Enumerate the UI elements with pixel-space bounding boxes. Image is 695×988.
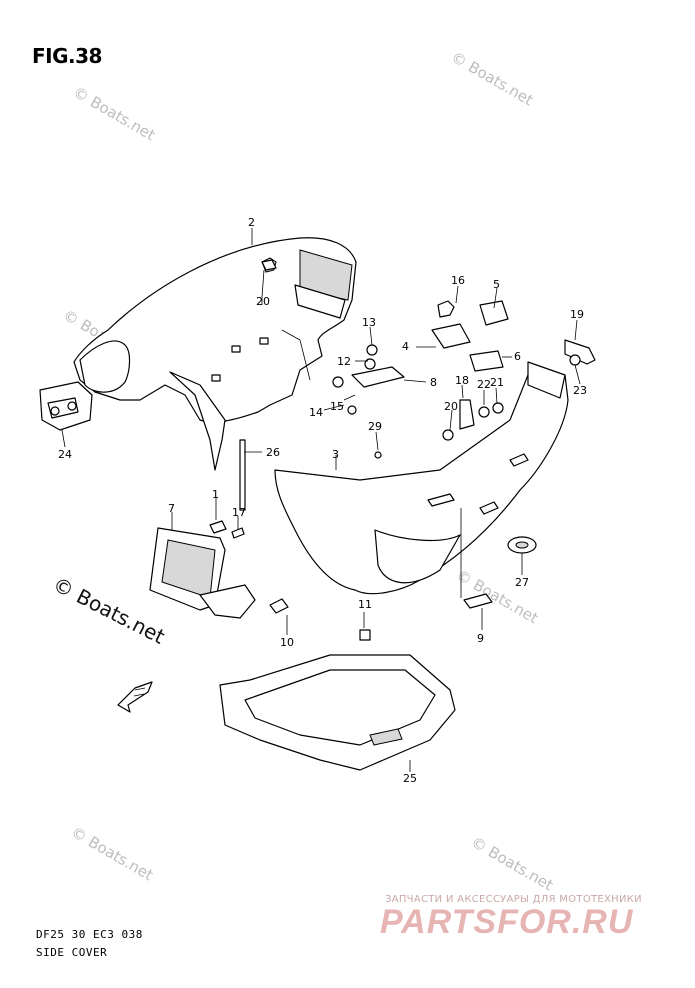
callout-6: 6	[514, 350, 521, 363]
callout-29: 29	[368, 420, 382, 433]
callout-4: 4	[402, 340, 409, 353]
watermark: © Boats.net	[70, 83, 158, 144]
callout-23: 23	[573, 384, 587, 397]
watermark: © Boats.net	[468, 833, 556, 894]
watermark: © Boats.net	[448, 48, 536, 109]
callout-20: 20	[256, 295, 270, 308]
direction-arrow-icon	[117, 681, 153, 713]
callout-2: 2	[248, 216, 255, 229]
part-7-cover-plate	[149, 527, 256, 619]
callout-24: 24	[58, 448, 72, 461]
callout-17: 17	[232, 506, 246, 519]
callout-15: 15	[330, 400, 344, 413]
callout-3: 3	[332, 448, 339, 461]
hardware-parts	[209, 259, 596, 641]
callout-8: 8	[430, 376, 437, 389]
figure-code: DF25 30 EC3 038	[36, 928, 143, 941]
watermark: © Boats.net	[68, 823, 156, 884]
callout-27: 27	[515, 576, 529, 589]
part-24-bracket	[39, 381, 93, 431]
callout-1: 1	[212, 488, 219, 501]
callout-7: 7	[168, 502, 175, 515]
callout-13: 13	[362, 316, 376, 329]
figure-name: SIDE COVER	[36, 946, 108, 959]
callout-22: 22	[477, 378, 491, 391]
leader-lines	[61, 228, 581, 772]
callout-labels: 1 2 3 4 5 6 7 8 9 10 11 12 13 14 15 16 1…	[58, 216, 587, 785]
callout-20b: 20	[444, 400, 458, 413]
callout-26: 26	[266, 446, 280, 459]
callout-19: 19	[570, 308, 584, 321]
figure-title: FIG.38	[32, 44, 102, 68]
part-3-lower-side-cover	[274, 361, 569, 595]
callout-9: 9	[477, 632, 484, 645]
callout-21: 21	[490, 376, 504, 389]
callout-5: 5	[493, 278, 500, 291]
callout-11: 11	[358, 598, 372, 611]
callout-12: 12	[337, 355, 351, 368]
callout-10: 10	[280, 636, 294, 649]
shop-logo: PARTSFOR.RU	[380, 903, 634, 941]
callout-16: 16	[451, 274, 465, 287]
part-25-bottom-tray	[219, 654, 456, 771]
part-26-strip	[239, 439, 246, 511]
callout-14: 14	[309, 406, 323, 419]
callout-25: 25	[403, 772, 417, 785]
part-2-upper-side-cover	[73, 237, 357, 471]
shop-tagline: ЗАПЧАСТИ И АКСЕССУАРЫ ДЛЯ МОТОТЕХНИКИ	[385, 894, 642, 905]
callout-18: 18	[455, 374, 469, 387]
